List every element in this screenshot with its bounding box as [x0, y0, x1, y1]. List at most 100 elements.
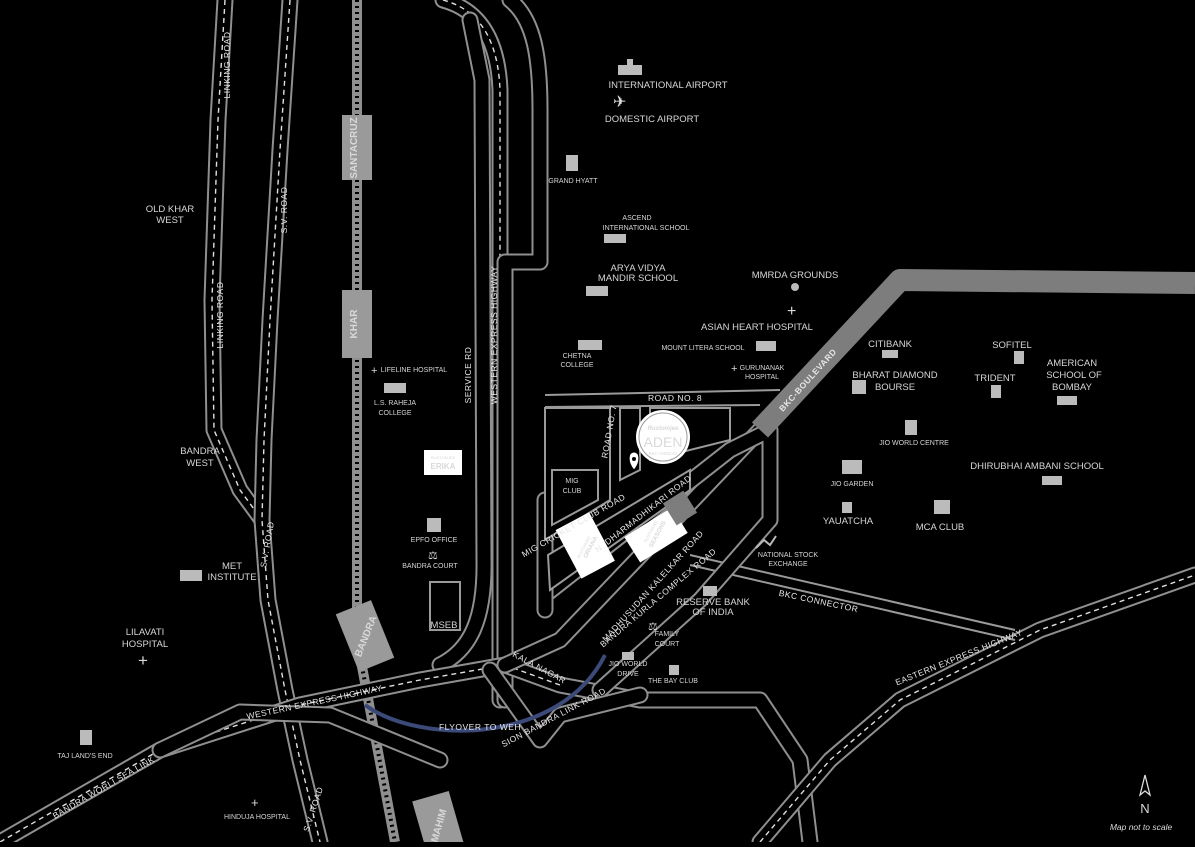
landmark-arya-vidya-1: ARYA VIDYA — [611, 263, 667, 274]
area-labels: OLD KHAR WEST BANDRA WEST — [146, 204, 221, 469]
north-arrow-icon — [1138, 774, 1152, 797]
landmark-mseb: MSEB — [431, 620, 458, 631]
landmark-mount-litera: MOUNT LITERA SCHOOL — [661, 345, 744, 352]
landmark-mig-club-2: CLUB — [563, 488, 582, 495]
landmark-the-bay-club: THE BAY CLUB — [648, 678, 698, 685]
landmark-nse-1: NATIONAL STOCK — [758, 552, 818, 559]
landmark-ls-raheja-2: COLLEGE — [378, 410, 411, 417]
landmark-ascend-1: ASCEND — [622, 215, 651, 222]
landmark-asian-heart-hospital: ASIAN HEART HOSPITAL — [701, 322, 813, 333]
label-weh-vertical: WESTERN EXPRESS HIGHWAY — [489, 266, 499, 405]
landmark-gurunanak-2: HOSPITAL — [745, 374, 779, 381]
area-bandra-west-2: WEST — [186, 458, 214, 469]
ground-icon — [791, 283, 799, 291]
building-icon — [80, 730, 92, 745]
aden-name: ADEN — [644, 434, 683, 450]
landmark-chetna-2: COLLEGE — [560, 362, 593, 369]
erika-name: ERIKA — [431, 462, 456, 471]
area-old-khar-2: WEST — [156, 215, 184, 226]
school-icon — [1057, 396, 1077, 405]
area-bandra-west-1: BANDRA — [180, 446, 220, 457]
landmark-grand-hyatt: GRAND HYATT — [548, 178, 598, 185]
seasons-building — [624, 507, 688, 563]
landmarks: INTERNATIONAL AIRPORT ✈ DOMESTIC AIRPORT… — [57, 59, 1104, 821]
hotel-icon — [991, 385, 1001, 398]
bank-icon — [882, 350, 898, 358]
label-flyover-to-weh: FLYOVER TO WEH — [439, 722, 521, 732]
landmark-lifeline-hospital: LIFELINE HOSPITAL — [381, 367, 447, 374]
school-icon — [756, 341, 776, 351]
building-icon — [905, 420, 917, 435]
label-bandra-worli-sea-link: BANDRA WORLI SEA LINK — [51, 754, 156, 821]
aden-tagline: BKC ANNEXE — [649, 451, 678, 456]
landmark-jio-world-drive-1: JIO WORLD — [609, 661, 648, 668]
landmark-bharat-diamond-1: BHARAT DIAMOND — [852, 370, 937, 381]
institute-icon — [180, 570, 202, 581]
label-linking-road-mid: LINKING ROAD — [215, 282, 225, 349]
landmark-epfo-office: EPFO OFFICE — [411, 537, 458, 544]
project-markers: RUSTOMJEE ERIKA RUSTOMJEE ORIANA RUSTOMJ… — [424, 410, 690, 559]
hospital-cross-icon: + — [371, 365, 377, 377]
college-icon — [384, 383, 406, 393]
hospital-cross-icon: + — [251, 795, 259, 810]
station-santacruz: SANTACRUZ — [349, 117, 360, 178]
landmark-family-court-1: FAMILY — [655, 631, 680, 638]
landmark-rbi-1: RESERVE BANK — [676, 597, 750, 608]
landmark-arya-vidya-2: MANDIR SCHOOL — [598, 273, 678, 284]
building-icon — [566, 155, 578, 171]
landmark-family-court-2: COURT — [655, 641, 680, 648]
school-icon — [604, 234, 626, 243]
landmark-gurunanak-1: GURUNANAK — [740, 365, 785, 372]
landmark-lilavati-2: HOSPITAL — [122, 639, 168, 650]
landmark-international-airport: INTERNATIONAL AIRPORT — [608, 80, 727, 91]
area-old-khar-1: OLD KHAR — [146, 204, 195, 215]
erika-brand: RUSTOMJEE — [431, 455, 456, 460]
school-icon — [586, 286, 608, 296]
landmark-american-school-1: AMERICAN — [1047, 358, 1097, 369]
landmark-met-1: MET — [222, 561, 242, 572]
map-scale-note: Map not to scale — [1110, 822, 1173, 832]
hospital-cross-icon: + — [138, 651, 148, 670]
oriana-building — [555, 512, 615, 579]
building-icon — [622, 652, 634, 660]
landmark-bharat-diamond-2: BOURSE — [875, 382, 915, 393]
landmark-mig-club-1: MIG — [565, 478, 578, 485]
label-sv-road-top: S.V. ROAD — [279, 187, 289, 234]
compass: N Map not to scale — [1110, 774, 1173, 832]
landmark-bandra-court: BANDRA COURT — [402, 563, 458, 570]
school-icon — [578, 340, 602, 350]
landmark-dhirubhai-ambani-school: DHIRUBHAI AMBANI SCHOOL — [970, 461, 1104, 472]
hotel-icon — [1014, 351, 1024, 364]
landmark-chetna-1: CHETNA — [563, 353, 592, 360]
landmark-jio-world-drive-2: DRIVE — [617, 671, 639, 678]
plane-icon: ✈ — [613, 94, 626, 111]
bank-icon — [703, 586, 717, 596]
label-bkc-boulevard: BKC-BOULEVARD — [777, 347, 839, 414]
club-icon — [934, 500, 950, 514]
school-icon — [1042, 476, 1062, 485]
landmark-american-school-3: BOMBAY — [1052, 382, 1093, 393]
landmark-ls-raheja-1: L.S. RAHEJA — [374, 400, 416, 407]
erika-box — [424, 450, 462, 475]
landmark-jio-world-centre: JIO WORLD CENTRE — [879, 440, 949, 447]
building-icon — [669, 665, 679, 675]
landmark-nse-2: EXCHANGE — [768, 561, 808, 568]
landmark-lilavati-1: LILAVATI — [126, 627, 165, 638]
landmark-mca-club: MCA CLUB — [916, 522, 965, 533]
compass-letter: N — [1140, 801, 1149, 816]
landmark-american-school-2: SCHOOL OF — [1046, 370, 1102, 381]
aden-brand: Rustomjee — [648, 426, 679, 432]
station-khar: KHAR — [349, 309, 360, 339]
stock-chart-icon — [755, 535, 777, 549]
hospital-cross-icon: + — [787, 303, 796, 320]
landmark-met-2: INSTITUTE — [207, 572, 256, 583]
landmark-sofitel: SOFITEL — [992, 340, 1032, 351]
gavel-icon: ⚖ — [428, 550, 438, 562]
landmark-domestic-airport: DOMESTIC AIRPORT — [605, 114, 700, 125]
garden-icon — [842, 460, 862, 474]
landmark-trident: TRIDENT — [974, 373, 1015, 384]
gavel-icon: ⚖ — [648, 621, 658, 633]
